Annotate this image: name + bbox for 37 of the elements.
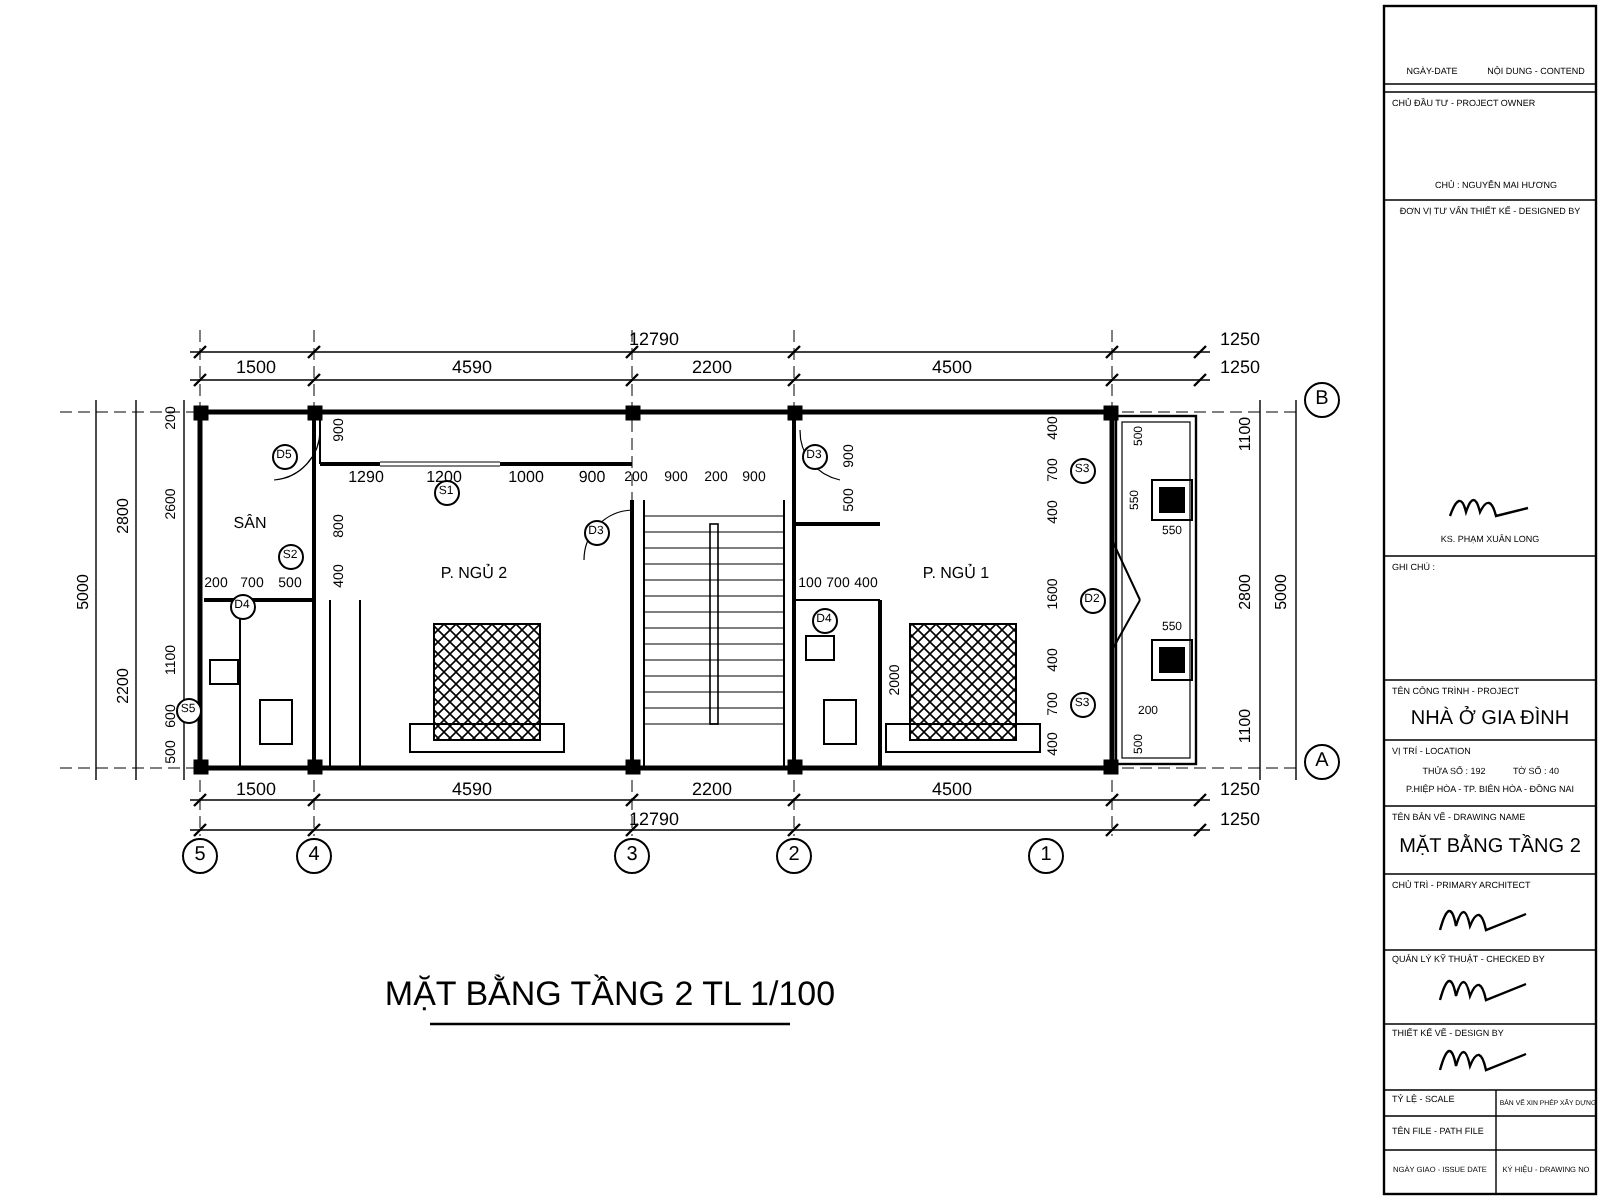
dimension-text: 1290: [348, 470, 384, 486]
dimension-text: 1250: [1219, 781, 1261, 799]
grid-bubble: B: [1304, 382, 1340, 418]
dimension-text: 4500: [931, 359, 973, 377]
dimension-text: 2800: [116, 498, 132, 534]
dimension-text: 1250: [1219, 331, 1261, 349]
dimension-text: 1500: [235, 359, 277, 377]
drawing-name: MẶT BẰNG TẦNG 2: [1399, 838, 1581, 858]
dimension-text: 1100: [1238, 416, 1254, 452]
dimension-text: 1250: [1219, 359, 1261, 377]
dimension-text: 4590: [451, 359, 493, 377]
dimension-text: 1100: [1238, 708, 1254, 744]
room-label: P. NGỦ 1: [922, 566, 990, 582]
dimension-text: 1000: [508, 470, 544, 486]
room-label: SÂN: [233, 516, 267, 532]
dimension-text: 2200: [691, 781, 733, 799]
dimension-text: 1500: [235, 781, 277, 799]
room-label: P. NGỦ 2: [440, 566, 508, 582]
dimension-text: 12790: [628, 331, 680, 349]
dimension-text: 4590: [451, 781, 493, 799]
dimension-text: 5000: [1274, 574, 1290, 610]
grid-bubble: 4: [296, 838, 332, 874]
drawing-title: MẶT BẰNG TẦNG 2 TL 1/100: [384, 977, 836, 1011]
dimension-text: 2800: [1238, 574, 1254, 610]
grid-bubble: 3: [614, 838, 650, 874]
dimension-text: 4500: [931, 781, 973, 799]
dimension-text: 12790: [628, 811, 680, 829]
dimension-text: 2200: [691, 359, 733, 377]
grid-bubble: A: [1304, 744, 1340, 780]
grid-bubble: 2: [776, 838, 812, 874]
grid-bubble: 1: [1028, 838, 1064, 874]
dimension-text: 5000: [76, 574, 92, 610]
project-name: NHÀ Ở GIA ĐÌNH: [1410, 710, 1570, 730]
grid-bubble: 5: [182, 838, 218, 874]
dimension-text: 900: [578, 470, 606, 486]
dimension-text: 2200: [116, 668, 132, 704]
dimension-text: 1250: [1219, 811, 1261, 829]
